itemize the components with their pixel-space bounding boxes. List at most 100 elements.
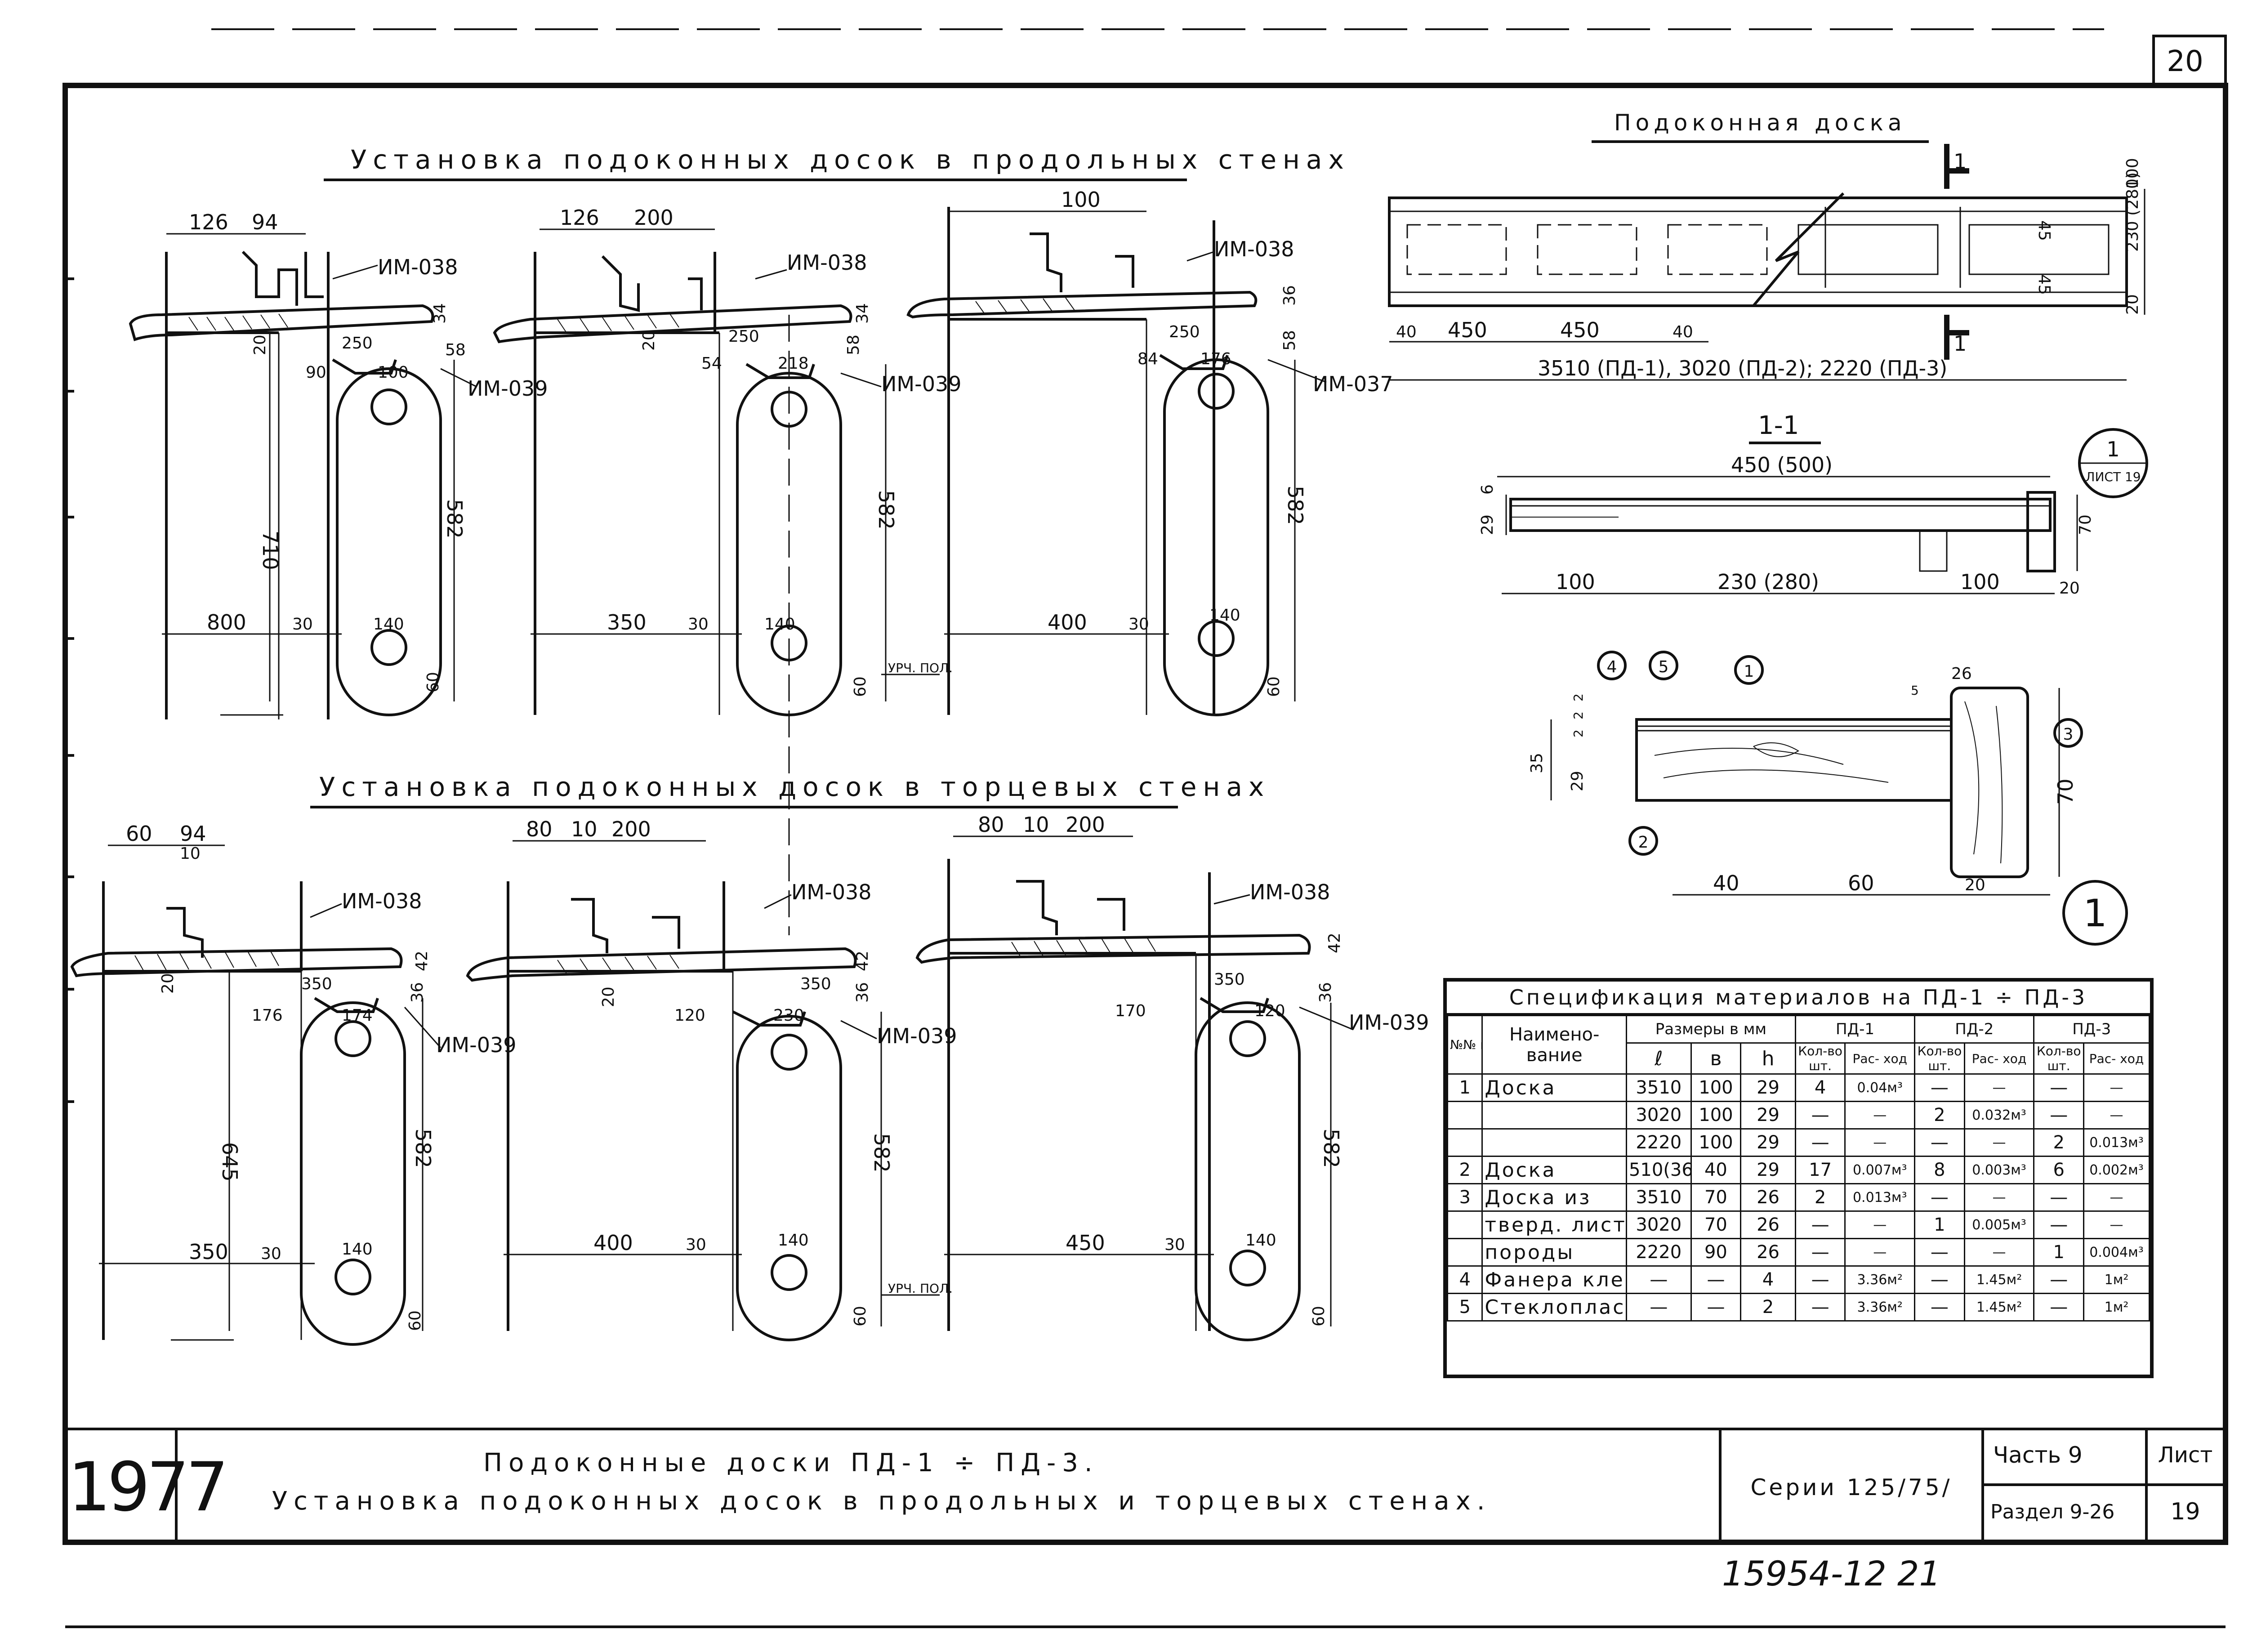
svg-text:34: 34	[431, 303, 449, 324]
svg-text:ИМ-038: ИМ-038	[342, 889, 422, 913]
specification-table: Спецификация материалов на ПД-1 ÷ ПД-3 №…	[1443, 978, 2154, 1378]
spec-cell: —	[1914, 1183, 1965, 1212]
svg-text:126: 126	[560, 205, 599, 230]
footer-code: 15954-12 21	[1722, 1554, 1941, 1594]
spec-cell-name: Доска из	[1481, 1183, 1627, 1212]
svg-text:350: 350	[800, 975, 831, 993]
svg-text:40: 40	[1396, 323, 1417, 341]
spec-cell: —	[1794, 1101, 1846, 1130]
spec-cell: 4	[1446, 1265, 1483, 1294]
detail-end-wall-2: 80 10 200 ИМ-038 350 42 36 20 120 230 ИМ…	[466, 817, 957, 1341]
svg-text:350: 350	[1214, 970, 1245, 989]
spec-cell	[1446, 1238, 1483, 1267]
svg-text:42: 42	[853, 951, 872, 971]
spec-cell: 26	[1740, 1183, 1796, 1212]
svg-text:176: 176	[1200, 350, 1231, 368]
svg-text:140: 140	[1245, 1231, 1276, 1250]
svg-text:10: 10	[180, 844, 201, 863]
spec-cell: —	[1625, 1265, 1692, 1294]
svg-text:120: 120	[1254, 1002, 1285, 1020]
spec-cell: —	[1914, 1128, 1965, 1157]
svg-text:60: 60	[851, 1306, 870, 1326]
col-pd2: ПД-2	[1914, 1015, 2035, 1044]
col-qty: Кол-во шт.	[1914, 1042, 1965, 1075]
spec-cell: 3020	[1625, 1101, 1692, 1130]
spec-cell: 2220	[1625, 1128, 1692, 1157]
spec-cell: —	[2083, 1101, 2150, 1130]
svg-text:10: 10	[1023, 813, 1049, 837]
svg-text:ЛИСТ 19: ЛИСТ 19	[2085, 469, 2141, 484]
spec-cell: —	[2083, 1210, 2150, 1239]
sheet-number-cell: 19	[2145, 1483, 2226, 1542]
spec-cell: 3020	[1625, 1210, 1692, 1239]
svg-text:58: 58	[844, 335, 863, 355]
svg-text:645: 645	[218, 1142, 242, 1182]
spec-cell: 29	[1740, 1101, 1796, 1130]
svg-text:60: 60	[1265, 676, 1283, 697]
spec-cell: —	[1963, 1238, 2035, 1267]
spec-cell: 70	[1690, 1183, 1742, 1212]
svg-text:5: 5	[1911, 683, 1919, 698]
spec-cell: 6	[2033, 1156, 2084, 1184]
spec-cell: —	[1963, 1073, 2035, 1102]
spec-cell: —	[1794, 1238, 1846, 1267]
svg-text:30: 30	[1128, 615, 1149, 634]
svg-text:100: 100	[1556, 570, 1595, 594]
svg-text:140: 140	[373, 615, 404, 634]
spec-cell: —	[1914, 1293, 1965, 1322]
svg-text:42: 42	[1325, 933, 1344, 953]
spec-cell: —	[1914, 1265, 1965, 1294]
section: Раздел 9-26	[1990, 1500, 2115, 1523]
svg-text:140: 140	[778, 1231, 809, 1250]
spec-cell: 26	[1740, 1210, 1796, 1239]
col-qty: Кол-во шт.	[1794, 1042, 1846, 1075]
svg-text:100: 100	[1061, 188, 1101, 212]
svg-text:2: 2	[1571, 729, 1586, 737]
svg-text:29: 29	[1478, 514, 1497, 535]
spec-cell	[1446, 1101, 1483, 1130]
spec-cell: 2	[1794, 1183, 1846, 1212]
svg-text:120: 120	[674, 1006, 705, 1025]
svg-text:582: 582	[411, 1129, 435, 1168]
spec-cell: —	[1844, 1128, 1916, 1157]
svg-text:ИМ-038: ИМ-038	[378, 255, 458, 279]
svg-text:230: 230	[773, 1006, 804, 1025]
spec-cell: —	[1690, 1265, 1742, 1294]
title-longitudinal: Установка подоконных досок в продольных …	[351, 144, 1350, 175]
svg-text:140: 140	[1209, 606, 1240, 625]
part: Часть 9	[1993, 1442, 2083, 1468]
svg-text:450: 450	[1560, 318, 1600, 342]
detail-end-wall-1: 60 94 10 ИМ-038 350 42 36 20 176 174 ИМ-…	[70, 822, 517, 1346]
spec-cell: —	[1963, 1183, 2035, 1212]
svg-text:450: 450	[1448, 318, 1487, 342]
spec-cell: 2	[1740, 1293, 1796, 1322]
svg-text:800: 800	[207, 610, 246, 634]
col-h: h	[1740, 1042, 1796, 1075]
svg-text:100: 100	[378, 363, 409, 382]
spec-cell: —	[1794, 1128, 1846, 1157]
spec-cell: 17	[1794, 1156, 1846, 1184]
col-cons: Рас- ход	[1844, 1042, 1916, 1075]
svg-text:350: 350	[189, 1240, 228, 1264]
left-margin-marks	[65, 277, 74, 1103]
svg-text:250: 250	[342, 334, 373, 353]
svg-text:УРЧ. ПОЛ.: УРЧ. ПОЛ.	[888, 661, 953, 675]
svg-text:200: 200	[1066, 813, 1105, 837]
svg-text:20: 20	[251, 335, 269, 355]
svg-text:230 (280): 230 (280)	[2123, 172, 2142, 252]
svg-text:126: 126	[189, 210, 228, 234]
svg-text:230 (280): 230 (280)	[1717, 570, 1819, 594]
svg-text:60: 60	[851, 676, 870, 697]
part-cell: Часть 9	[1981, 1428, 2148, 1486]
spec-cell: —	[1794, 1265, 1846, 1294]
svg-text:34: 34	[853, 303, 872, 324]
svg-text:4: 4	[1607, 658, 1617, 676]
svg-text:450 (500): 450 (500)	[1731, 453, 1833, 477]
spec-grid: №№ поз. Наимено- вание Размеры в мм ПД-1…	[1446, 1015, 2150, 1322]
